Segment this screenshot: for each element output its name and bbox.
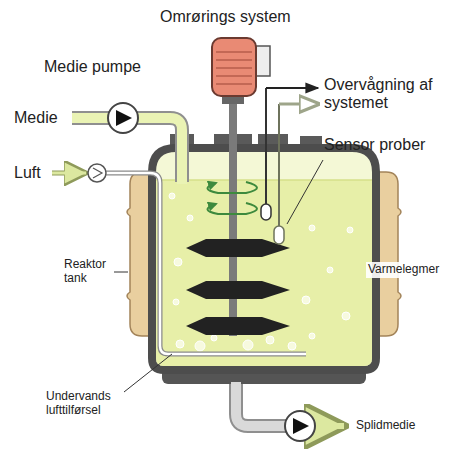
part-label: Medie pumpe <box>44 58 141 76</box>
rotation-arrow <box>207 203 257 214</box>
stirrer-shaft <box>229 98 237 336</box>
sensor-probe <box>278 104 280 228</box>
rotation-arrow <box>207 182 257 193</box>
air-pump-symbol <box>88 164 106 182</box>
impeller <box>186 281 290 299</box>
outlet-pipe <box>236 382 286 426</box>
bubble <box>347 227 353 233</box>
media-pump-symbol <box>116 110 132 126</box>
bubble <box>173 299 179 305</box>
leader-line <box>114 272 128 273</box>
outlet-pump-symbol <box>293 418 309 434</box>
leader-line <box>124 354 172 392</box>
bubble <box>211 335 217 341</box>
motor-ribs <box>216 52 252 84</box>
monitoring-signal <box>266 87 318 89</box>
part-label: Splidmedie <box>356 419 415 433</box>
part-label: Omrørings system <box>160 8 291 26</box>
bubble <box>309 225 315 231</box>
bubble <box>309 333 315 339</box>
leader-line <box>287 160 323 224</box>
air-inlet-arrow <box>52 172 86 175</box>
air-bubbles <box>169 193 353 351</box>
impeller <box>186 317 290 335</box>
outlet-pump-symbol <box>285 411 315 441</box>
stirrer-motor <box>212 38 256 96</box>
bubble <box>288 342 296 350</box>
air-inlet-arrow <box>52 171 86 176</box>
part-label: Undervands lufttilførsel <box>46 390 130 418</box>
bubble <box>243 340 253 350</box>
outlet-arrow <box>315 423 344 429</box>
monitoring-signal <box>279 103 318 106</box>
bubble <box>266 336 274 344</box>
part-label: Reaktor tank <box>64 258 112 286</box>
sensor-probe <box>265 88 267 206</box>
bubble <box>302 296 310 304</box>
bubble <box>327 267 333 273</box>
part-label: Overvågning af systemet <box>324 76 446 113</box>
part-label: Sensor prober <box>324 136 425 154</box>
bubble <box>187 215 193 221</box>
air-pump-symbol <box>93 168 102 178</box>
motor-bracket <box>256 46 270 76</box>
outlet-arrow <box>315 422 344 431</box>
air-pipe <box>106 173 306 354</box>
part-label: Luft <box>14 164 41 182</box>
bubble <box>342 312 350 320</box>
outlet-pipe <box>236 384 286 426</box>
bubble <box>176 340 184 348</box>
bubble <box>174 258 182 266</box>
sensor-probe-tip <box>261 204 271 220</box>
media-pump-symbol <box>108 103 138 133</box>
air-pipe <box>106 173 306 354</box>
part-label: Medie <box>14 109 58 127</box>
part-label: Varmelegmer <box>366 262 441 278</box>
sensor-probe-tip <box>274 226 284 244</box>
culture-medium <box>156 180 372 366</box>
bubble <box>169 193 175 199</box>
bubble <box>195 341 205 351</box>
